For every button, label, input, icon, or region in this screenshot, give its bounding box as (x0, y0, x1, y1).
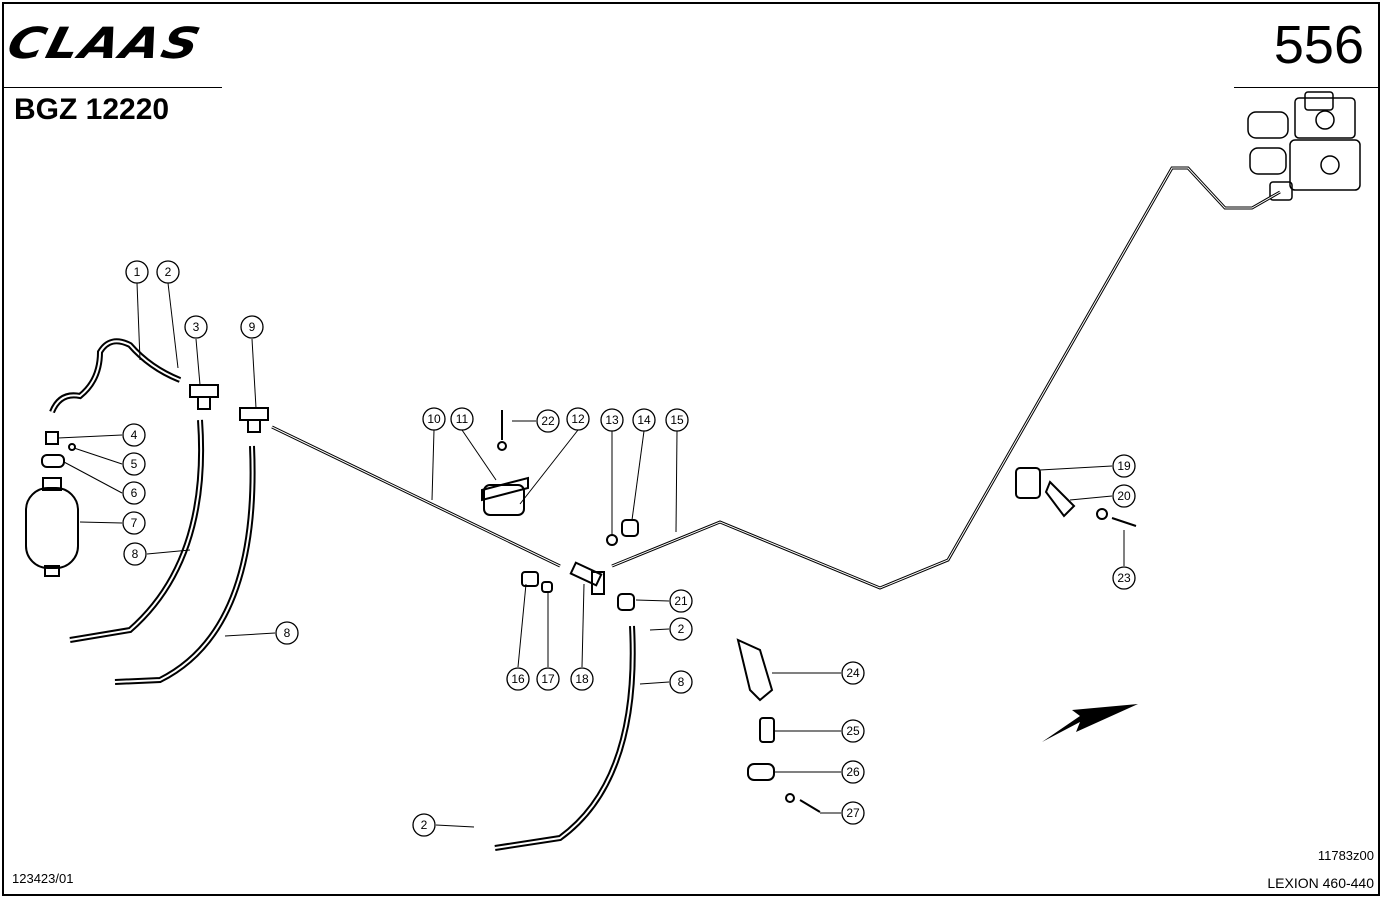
elbow-24 (736, 638, 774, 702)
callout-circle (122, 481, 146, 505)
callout-circle (122, 452, 146, 476)
callout-circle (1112, 484, 1136, 508)
callout-circle (122, 511, 146, 535)
callout-label: 25 (846, 724, 860, 738)
hose-1 (49, 338, 182, 414)
callout-circle (450, 407, 474, 431)
callout-circle (632, 408, 656, 432)
callout-circle (841, 760, 865, 784)
callout-label: 19 (1117, 459, 1131, 473)
callout-circle (125, 260, 149, 284)
callout-circle (841, 661, 865, 685)
header-rule-left (4, 87, 222, 88)
callout-label: 15 (670, 413, 684, 427)
clamp-11 (481, 476, 529, 502)
callout-label: 27 (846, 806, 860, 820)
callout-label: 4 (131, 428, 138, 442)
callout-label: 10 (427, 412, 441, 426)
figure-code: 11783z00 (1317, 848, 1374, 863)
callout-circle (122, 423, 146, 447)
callout-label: 26 (846, 765, 860, 779)
callout-circle (570, 667, 594, 691)
accumulator (25, 431, 79, 577)
tee-18 (569, 561, 605, 595)
callout-label: 8 (284, 626, 291, 640)
header-rule-right (1234, 87, 1380, 88)
callout-circle (841, 719, 865, 743)
callout-circle (669, 617, 693, 641)
callout-circle (275, 621, 299, 645)
page-number: 556 (1273, 15, 1364, 75)
callout-circle (422, 407, 446, 431)
tee-9 (239, 407, 269, 433)
callout-label: 2 (165, 265, 172, 279)
callout-circle (600, 408, 624, 432)
callout-circle (156, 260, 180, 284)
callout-label: 14 (637, 413, 651, 427)
callout-label: 1 (134, 265, 141, 279)
callout-circle (841, 801, 865, 825)
callout-label: 22 (541, 414, 555, 428)
callout-label: 5 (131, 457, 138, 471)
callout-label: 6 (131, 486, 138, 500)
model-name: LEXION 460-440 (1267, 875, 1374, 891)
callout-circle (1112, 454, 1136, 478)
document-code: BGZ 12220 (14, 93, 170, 126)
callout-label: 23 (1117, 571, 1131, 585)
callout-circle (506, 667, 530, 691)
callout-circle (665, 408, 689, 432)
callout-label: 12 (571, 412, 585, 426)
tee-3 (189, 384, 219, 410)
callout-circle (1112, 566, 1136, 590)
callout-circle (669, 670, 693, 694)
callout-label: 8 (132, 547, 139, 561)
callout-label: 13 (605, 413, 619, 427)
clamp-12 (483, 484, 525, 516)
callout-circle (566, 407, 590, 431)
callout-circle (240, 315, 264, 339)
callout-label: 21 (674, 594, 688, 608)
callout-circle (536, 667, 560, 691)
callout-circle (669, 589, 693, 613)
callout-label: 11 (456, 412, 469, 426)
callout-circle (412, 813, 436, 837)
callout-label: 20 (1117, 489, 1131, 503)
callout-label: 18 (575, 672, 589, 686)
callout-label: 16 (511, 672, 525, 686)
callout-label: 17 (541, 672, 555, 686)
valve-block (1247, 91, 1361, 201)
callout-label: 3 (193, 320, 200, 334)
direction-arrow (1042, 704, 1138, 742)
callout-circle (184, 315, 208, 339)
callout-circle (536, 409, 560, 433)
callout-label: 8 (678, 675, 685, 689)
callout-label: 24 (846, 666, 860, 680)
callout-label: 2 (421, 818, 428, 832)
callout-label: 2 (678, 622, 685, 636)
drawing-id: 123423/01 (12, 871, 74, 886)
callout-label: 7 (131, 516, 138, 530)
callout-circle (123, 542, 147, 566)
callout-label: 9 (249, 320, 256, 334)
hose-8-c (494, 625, 636, 851)
